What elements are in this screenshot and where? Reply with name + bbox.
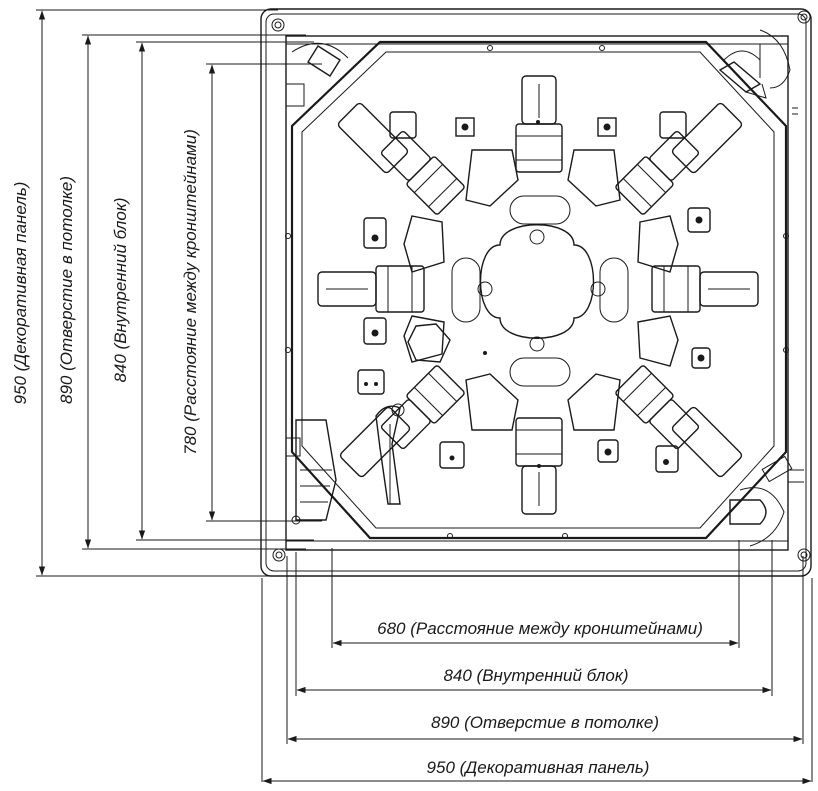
octagonal-body <box>290 40 788 540</box>
corner-screw-top-left <box>271 18 285 32</box>
dim-horizontal-950-decor-panel: 950 (Декоративная панель) <box>262 758 812 785</box>
decor-panel-outline <box>260 8 812 577</box>
dim-label-vertical-840: 840 (Внутренний блок) <box>111 197 130 382</box>
dim-horizontal-680-bracket-distance: 680 (Расстояние между кронштейнами) <box>332 619 739 647</box>
dim-vertical-780-bracket-distance: 780 (Расстояние между кронштейнами) <box>181 64 216 521</box>
corner-screw-top-right <box>797 10 811 24</box>
dim-label-horizontal-890: 890 (Отверстие в потолке) <box>431 713 659 732</box>
dim-label-horizontal-840: 840 (Внутренний блок) <box>443 666 628 685</box>
corner-screw-bottom-right <box>797 548 811 562</box>
dim-horizontal-890-ceiling-hole: 890 (Отверстие в потолке) <box>287 713 803 743</box>
vane-arm-bottom-right <box>615 365 700 450</box>
dim-vertical-950-decor-panel: 950 (Декоративная панель) <box>11 10 46 576</box>
cassette-unit-drawing <box>260 8 812 577</box>
dim-label-vertical-780: 780 (Расстояние между кронштейнами) <box>181 129 200 455</box>
dim-label-vertical-890: 890 (Отверстие в потолке) <box>57 176 76 404</box>
vane-arm-top-right <box>615 130 700 215</box>
center-cloverleaf <box>479 224 595 339</box>
horizontal-extension-lines <box>261 540 813 782</box>
dim-label-vertical-950: 950 (Декоративная панель) <box>11 182 30 405</box>
corner-screw-bottom-left <box>272 548 286 562</box>
vertical-extension-lines <box>36 9 322 577</box>
vane-arm-left <box>317 257 481 323</box>
indoor-unit-body-outline <box>285 35 789 551</box>
vane-arm-bottom <box>509 357 571 515</box>
dim-vertical-840-indoor-unit: 840 (Внутренний блок) <box>111 42 146 540</box>
dim-label-horizontal-680: 680 (Расстояние между кронштейнами) <box>377 619 703 638</box>
vane-arm-top-left <box>380 130 465 215</box>
vane-arm-right <box>599 257 759 323</box>
dim-vertical-890-ceiling-hole: 890 (Отверстие в потолке) <box>57 35 92 549</box>
dim-horizontal-840-indoor-unit: 840 (Внутренний блок) <box>296 666 772 694</box>
dim-label-horizontal-950: 950 (Декоративная панель) <box>427 758 650 777</box>
decor-panel-inner-outline <box>265 13 807 572</box>
vane-arm-top <box>509 75 571 225</box>
